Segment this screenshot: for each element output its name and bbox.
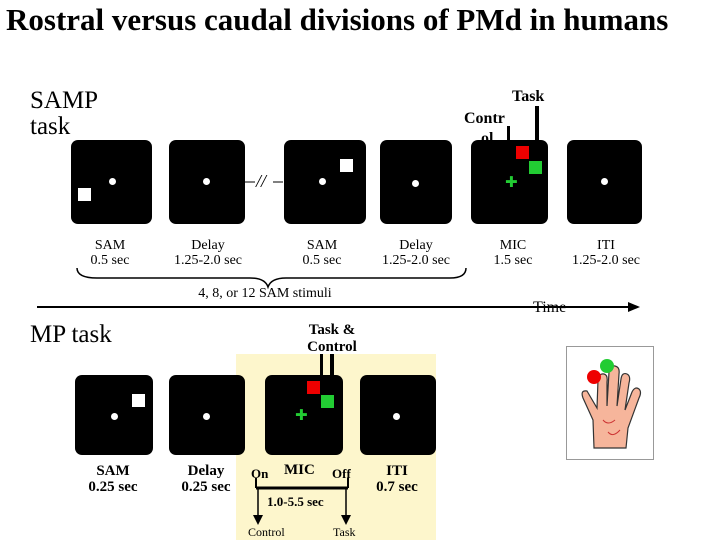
label-name: Delay [187, 463, 225, 479]
mp-task-control-label: Task & Control [300, 322, 364, 356]
fixation-dot [109, 178, 116, 185]
samp-label-mic: MIC 1.5 sec [478, 238, 548, 268]
brace-label: 4, 8, or 12 SAM stimuli [198, 286, 332, 301]
label-name: Delay [191, 238, 225, 253]
fixation-dot [203, 413, 210, 420]
green-fixation-cross: ✚ [295, 406, 308, 424]
fixation-dot [111, 413, 118, 420]
mp-label-iti: ITI 0.7 sec [362, 463, 432, 495]
red-target-square [307, 381, 320, 394]
label-name: SAM [96, 463, 130, 479]
mp-range-label: 1.0-5.5 sec [267, 494, 324, 509]
samp-title: SAMP task [30, 88, 98, 140]
mp-off-label: Off [332, 466, 351, 481]
mp-label-sam: SAM 0.25 sec [78, 463, 148, 495]
label-name: MIC [499, 238, 527, 253]
mp-on-label: On [251, 466, 269, 481]
samp-label-sam-2: SAM 0.5 sec [287, 238, 357, 268]
samp-label-delay-1: Delay 1.25-2.0 sec [160, 238, 256, 268]
label-name: ITI [597, 238, 615, 253]
fixation-dot [412, 180, 419, 187]
label-duration: 1.5 sec [493, 253, 533, 268]
sam-stimulus-square [340, 159, 353, 172]
green-finger-marker [600, 359, 614, 373]
green-fixation-cross: ✚ [505, 173, 518, 191]
mp-label-delay: Delay 0.25 sec [170, 463, 242, 495]
fixation-dot [601, 178, 608, 185]
fixation-dot [203, 178, 210, 185]
samp-screen-delay-2 [380, 140, 452, 224]
samp-title-line1: SAMP [30, 87, 99, 114]
label-duration: 0.25 sec [181, 479, 231, 495]
label-duration: 1.25-2.0 sec [571, 253, 641, 268]
stimuli-brace [76, 267, 467, 290]
red-target-square [516, 146, 529, 159]
green-target-square [529, 161, 542, 174]
mp-screen-sam [75, 375, 153, 455]
mp-screen-mic: ✚ [265, 375, 343, 455]
break-mark: // [256, 171, 267, 191]
time-arrow-head [628, 302, 640, 312]
fixation-dot [319, 178, 326, 185]
label-name: ITI [386, 463, 408, 479]
samp-control-label-tail: ol [481, 130, 494, 140]
label-name: Delay [399, 238, 433, 253]
samp-screen-iti [567, 140, 642, 224]
green-target-square [321, 395, 334, 408]
label-name: SAM [94, 238, 126, 253]
sam-stimulus-square [132, 394, 145, 407]
label-duration: 0.5 sec [90, 253, 130, 268]
samp-screen-mic: ✚ [471, 140, 548, 224]
mp-control-line [320, 354, 323, 384]
sam-stimulus-square [78, 188, 91, 201]
mp-task-control-line2: Control [307, 339, 357, 355]
samp-label-delay-2: Delay 1.25-2.0 sec [368, 238, 464, 268]
label-duration: 1.25-2.0 sec [381, 253, 451, 268]
fixation-dot [393, 413, 400, 420]
samp-screen-sam-2 [284, 140, 366, 224]
label-duration: 0.25 sec [88, 479, 138, 495]
label-duration: 0.7 sec [376, 479, 418, 495]
samp-label-sam-1: SAM 0.5 sec [75, 238, 145, 268]
mp-control-label: Control [248, 525, 285, 539]
samp-screen-sam-1 [71, 140, 152, 224]
task-arrow-head [341, 515, 351, 525]
samp-screen-delay-1 [169, 140, 245, 224]
mp-screen-iti [360, 375, 436, 455]
mp-task-label: Task [333, 525, 356, 539]
mp-mic-label: MIC [284, 462, 315, 478]
red-finger-marker [587, 370, 601, 384]
samp-task-label: Task [512, 88, 545, 105]
label-name: SAM [306, 238, 338, 253]
control-arrow-head [253, 515, 263, 525]
label-duration: 0.5 sec [302, 253, 342, 268]
page-title: Rostral versus caudal divisions of PMd i… [6, 2, 669, 37]
samp-control-label: Contr [464, 110, 505, 127]
mp-task-control-line1: Task & [308, 322, 356, 338]
samp-label-iti: ITI 1.25-2.0 sec [558, 238, 654, 268]
mp-screen-delay [169, 375, 245, 455]
samp-task-line [535, 106, 539, 164]
label-duration: 1.25-2.0 sec [173, 253, 243, 268]
mp-title: MP task [30, 321, 112, 348]
samp-title-line2: task [30, 113, 71, 140]
